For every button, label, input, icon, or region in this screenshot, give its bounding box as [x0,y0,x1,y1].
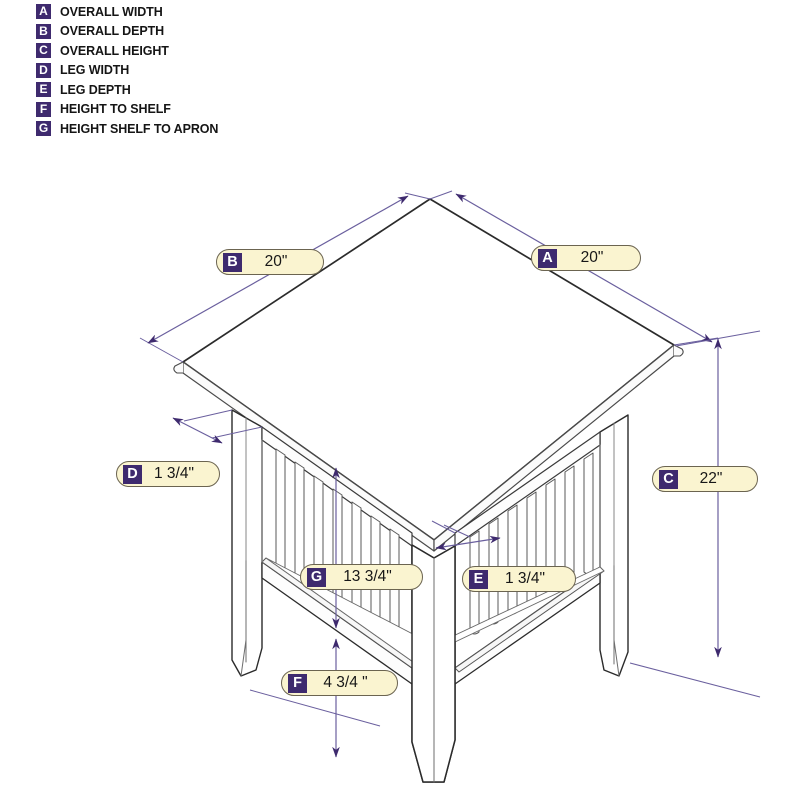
callout-d[interactable]: D 1 3/4" [116,461,220,487]
slat-right [583,452,594,575]
ext-line-b-far [404,192,431,200]
ext-line-e-b [443,524,471,538]
legend-label-g: HEIGHT SHELF TO APRON [60,121,219,136]
legend-label-c: OVERALL HEIGHT [60,43,169,58]
top-corner-left-round [173,361,184,374]
legend-badge-f: F [36,101,51,117]
ext-line-d-left [183,409,233,422]
slat-left [275,448,286,581]
legend-item-b: B OVERALL DEPTH [36,22,366,42]
legend-item-d: D LEG WIDTH [36,61,366,81]
leg-back-right-taper-line [613,639,620,677]
dimension-lines [139,190,761,758]
callout-value-f: 4 3/4 " [323,674,368,691]
legend-label-d: LEG WIDTH [60,63,130,78]
legend-label-b: OVERALL DEPTH [60,24,165,39]
ext-line-e-a [431,520,456,534]
legend-badge-d: D [36,62,51,78]
dim-line-d [172,417,223,444]
dimension-legend: A OVERALL WIDTH B OVERALL DEPTH C OVERAL… [36,2,366,139]
slat-left [332,488,343,611]
callout-value-e: 1 3/4" [505,570,545,587]
callout-badge-d: D [123,464,142,484]
table-body [173,198,684,783]
callout-badge-g: G [307,567,326,587]
legend-item-e: E LEG DEPTH [36,80,366,100]
legend-badge-e: E [36,82,51,98]
legend-label-f: HEIGHT TO SHELF [60,102,171,117]
callout-badge-c: C [659,469,678,489]
callout-badge-b: B [223,252,242,272]
callout-a[interactable]: A 20" [531,245,641,271]
legend-badge-g: G [36,121,51,137]
callout-value-a: 20" [580,249,604,266]
callout-g[interactable]: G 13 3/4" [300,564,423,590]
callout-badge-f: F [288,673,307,693]
legend-item-a: A OVERALL WIDTH [36,2,366,22]
ext-line-b-near [139,337,184,363]
callout-c[interactable]: C 22" [652,466,758,492]
callout-e[interactable]: E 1 3/4" [462,566,576,592]
slat-right [507,504,518,615]
leg-back-left [231,409,263,677]
legend-label-e: LEG DEPTH [60,82,131,97]
callout-value-d: 1 3/4" [154,465,194,482]
ext-line-f-bottom [249,689,381,727]
callout-f[interactable]: F 4 3/4 " [281,670,398,696]
callout-value-g: 13 3/4" [343,568,392,585]
legend-badge-c: C [36,43,51,59]
callout-badge-a: A [538,248,557,268]
legend-item-c: C OVERALL HEIGHT [36,41,366,61]
slat-left [351,501,362,621]
top-corner-right-round [673,344,684,357]
ext-line-a-far [429,190,453,200]
legend-badge-a: A [36,4,51,20]
callout-value-b: 20" [264,253,288,270]
ext-line-c-bottom [629,662,761,698]
leg-back-left-taper-line [240,639,247,677]
legend-badge-b: B [36,23,51,39]
legend-item-f: F HEIGHT TO SHELF [36,100,366,120]
dim-line-e [435,535,501,551]
legend-item-g: G HEIGHT SHELF TO APRON [36,119,366,139]
callout-value-c: 22" [699,470,723,487]
callout-badge-e: E [469,569,488,589]
callout-b[interactable]: B 20" [216,249,324,275]
legend-label-a: OVERALL WIDTH [60,4,163,19]
